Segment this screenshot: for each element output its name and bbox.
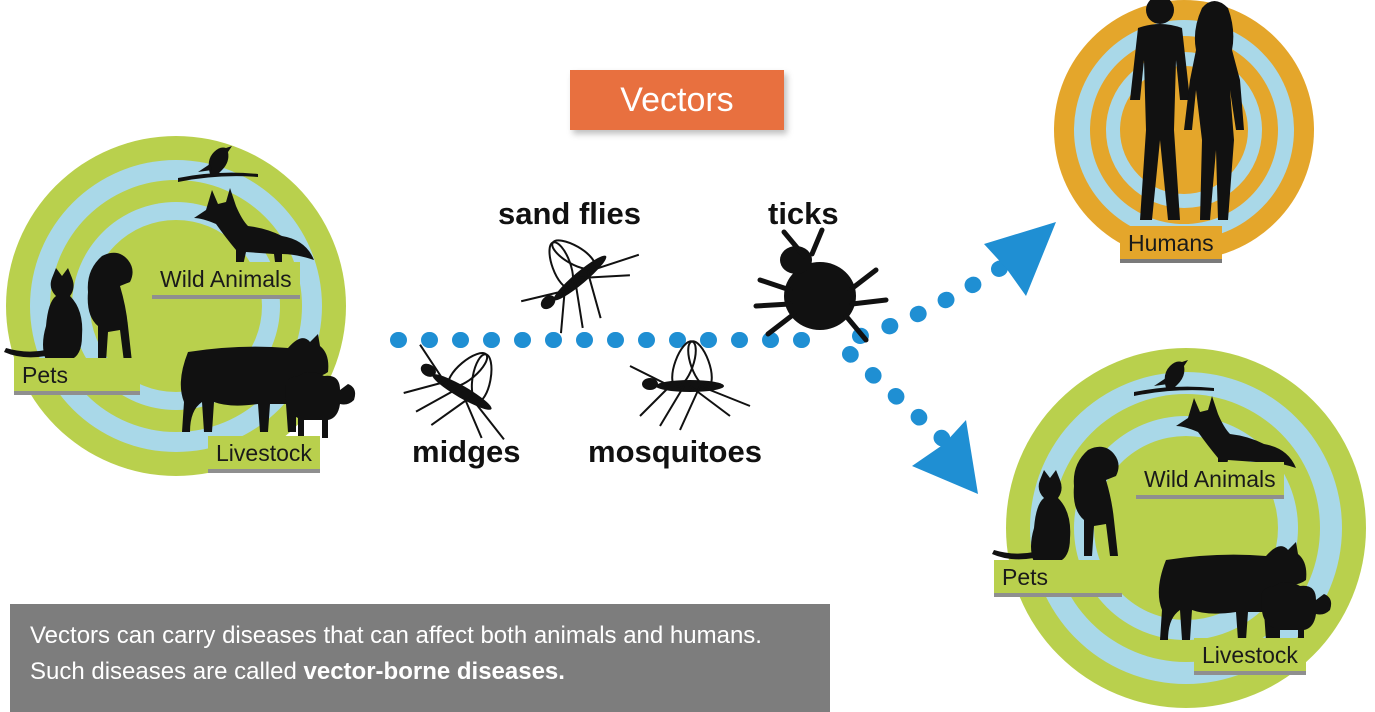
label-pets-left: Pets: [14, 358, 140, 395]
vectors-title-box: Vectors: [570, 70, 784, 130]
label-livestock-right: Livestock: [1194, 638, 1306, 675]
label-mosquitoes: mosquitoes: [588, 434, 762, 470]
arrowhead-to-humans-icon: [984, 222, 1056, 296]
right-host-circle: [992, 348, 1366, 708]
humans-circle: [1054, 0, 1314, 260]
left-host-circle: [4, 136, 355, 476]
label-midges: midges: [412, 434, 521, 470]
label-ticks: ticks: [768, 196, 839, 232]
tick-icon: [756, 230, 886, 340]
caption-line-1: Vectors can carry diseases that can affe…: [30, 618, 810, 654]
mosquito-icon: [630, 338, 750, 430]
caption-bold-term: vector-borne diseases.: [304, 658, 565, 685]
label-livestock-left: Livestock: [208, 436, 320, 473]
label-humans: Humans: [1120, 226, 1222, 263]
caption-line-2: Such diseases are called vector-borne di…: [30, 654, 810, 690]
label-wild-animals-right: Wild Animals: [1136, 462, 1284, 499]
label-wild-animals-left: Wild Animals: [152, 262, 300, 299]
caption-box: Vectors can carry diseases that can affe…: [10, 604, 830, 712]
caption-line-2-prefix: Such diseases are called: [30, 658, 304, 685]
label-sand-flies: sand flies: [498, 196, 641, 232]
label-pets-right: Pets: [994, 560, 1122, 597]
